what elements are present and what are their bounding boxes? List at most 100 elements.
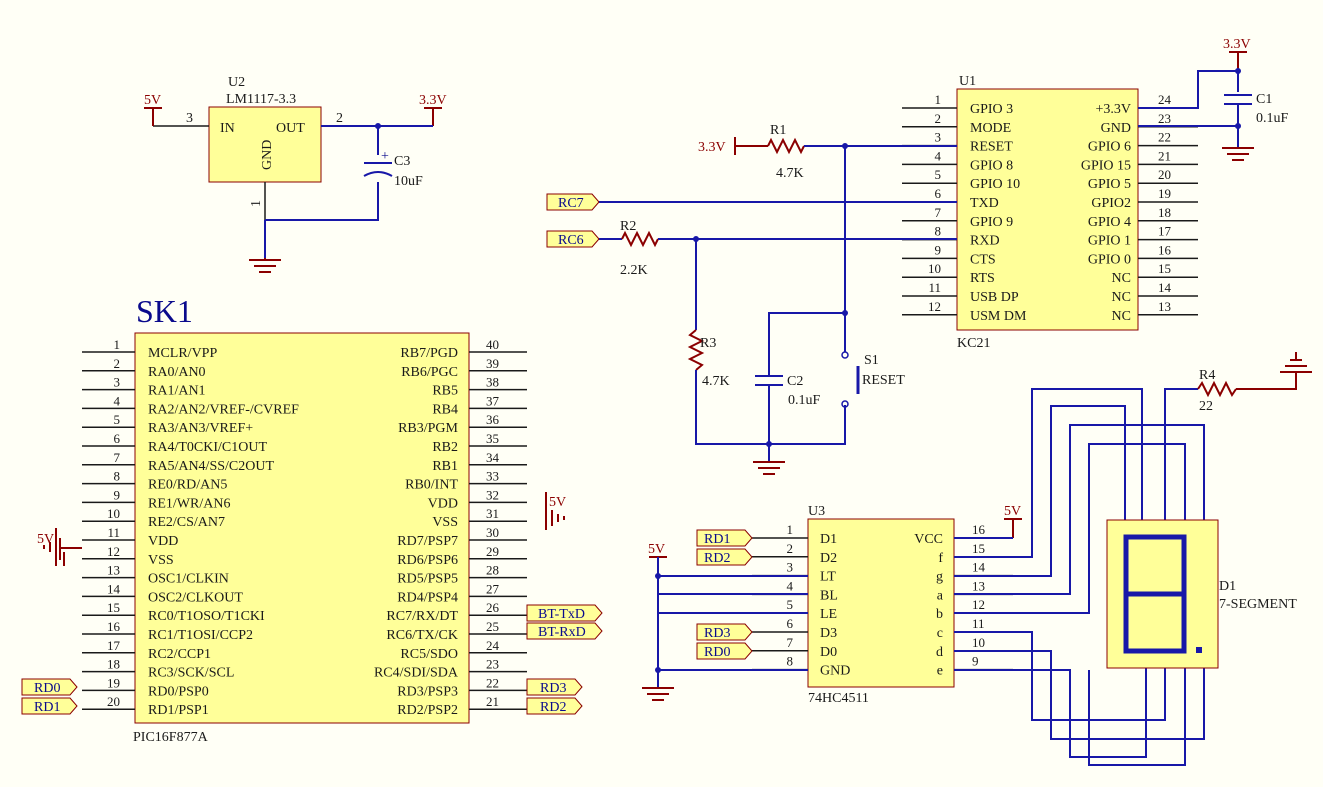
svg-text:BT-RxD: BT-RxD bbox=[538, 625, 586, 640]
sk1-pin-label: RD6/PSP6 bbox=[397, 553, 458, 568]
sk1-pin-label: RE0/RD/AN5 bbox=[148, 478, 227, 493]
u3-pin-label: d bbox=[936, 645, 943, 660]
r3-ref: R3 bbox=[700, 336, 716, 351]
sk1-pin-label: VDD bbox=[148, 534, 178, 549]
u1-pin-label: GPIO 6 bbox=[1088, 140, 1131, 155]
sk1-pin-label: RA0/AN0 bbox=[148, 365, 206, 380]
net-rd2-u3[interactable]: RD2 bbox=[696, 548, 753, 566]
u2-pin3: 3 bbox=[186, 111, 193, 126]
u1-pin-number: 8 bbox=[935, 224, 942, 239]
u1-pin-number: 5 bbox=[935, 167, 942, 182]
net-rd0-u3[interactable]: RD0 bbox=[696, 642, 753, 660]
r3-resistor[interactable]: R3 4.7K bbox=[687, 329, 730, 389]
u1-pin-number: 23 bbox=[1158, 111, 1171, 126]
sk1-pin-label: RA5/AN4/SS/C2OUT bbox=[148, 459, 274, 474]
svg-text:RD0: RD0 bbox=[34, 681, 60, 696]
u1-pin-number: 1 bbox=[935, 92, 942, 107]
sk1-pin-label: RC3/SCK/SCL bbox=[148, 666, 234, 681]
sk1-pin-number: 32 bbox=[486, 487, 499, 502]
u1-pin-number: 2 bbox=[935, 111, 942, 126]
sk1-pin-number: 29 bbox=[486, 544, 499, 559]
u1-pin-label: GPIO2 bbox=[1091, 196, 1131, 211]
u1-pin-number: 7 bbox=[935, 205, 942, 220]
s1-ref: S1 bbox=[864, 353, 879, 368]
u3-pin-label: D0 bbox=[820, 645, 837, 660]
u3-pin-label: D1 bbox=[820, 532, 837, 547]
sk1-pin-label: RC2/CCP1 bbox=[148, 647, 211, 662]
u1-pin-number: 24 bbox=[1158, 92, 1172, 107]
c3-capacitor[interactable]: + C3 10uF bbox=[363, 149, 423, 189]
u1-pin-label: TXD bbox=[970, 196, 999, 211]
u1-pin-label: GPIO 5 bbox=[1088, 177, 1131, 192]
net-rd3-sk1[interactable]: RD3 bbox=[526, 678, 583, 696]
net-rc7[interactable]: RC7 bbox=[546, 193, 600, 211]
sk1-pin-label: RC0/T1OSO/T1CKI bbox=[148, 609, 265, 624]
net-rd1-u3[interactable]: RD1 bbox=[696, 529, 753, 547]
u1-pin-number: 12 bbox=[928, 299, 941, 314]
net-rd2-sk1[interactable]: RD2 bbox=[526, 697, 583, 715]
u1-pin-number: 3 bbox=[935, 130, 942, 145]
u3-pin-label: D2 bbox=[820, 551, 837, 566]
sk1-pic16f877a[interactable]: PIC16F877A 1MCLR/VPP2RA0/AN03RA1/AN14RA2… bbox=[82, 332, 527, 745]
u1-pin-number: 11 bbox=[928, 280, 941, 295]
net-rd0-sk1[interactable]: RD0 bbox=[21, 678, 78, 696]
u1-pin-label: GPIO 10 bbox=[970, 177, 1020, 192]
u1-pin-number: 15 bbox=[1158, 261, 1171, 276]
u3-pin-label: LT bbox=[820, 570, 836, 585]
u1-pin-label: GPIO 1 bbox=[1088, 234, 1131, 249]
r1-resistor[interactable]: R1 4.7K bbox=[767, 123, 805, 181]
u3-pin-number: 4 bbox=[787, 578, 794, 593]
ground-icon bbox=[753, 461, 785, 475]
sk1-pin-number: 9 bbox=[114, 487, 121, 502]
u3-74hc4511[interactable]: U3 74HC4511 1D12D23LT4BL5LE6D37D08GND16V… bbox=[752, 504, 1013, 706]
sk1-pin-label: RA2/AN2/VREF-/CVREF bbox=[148, 402, 299, 417]
sk1-pin-number: 31 bbox=[486, 506, 499, 521]
u3-pin-number: 10 bbox=[972, 635, 985, 650]
net-rc6[interactable]: RC6 bbox=[546, 230, 600, 248]
sk1-pin-number: 22 bbox=[486, 675, 499, 690]
u2-regulator[interactable]: U2 LM1117-3.3 IN OUT GND 3 2 1 bbox=[186, 75, 343, 207]
u3-pin-label: BL bbox=[820, 588, 838, 603]
u3-pin-label: f bbox=[938, 551, 943, 566]
sk1-pin-number: 27 bbox=[486, 581, 500, 596]
ground-icon bbox=[43, 528, 65, 566]
sk1-pin-label: MCLR/VPP bbox=[148, 346, 217, 361]
c3-value: 10uF bbox=[394, 174, 423, 189]
sk1-pin-label: RC4/SDI/SDA bbox=[374, 666, 459, 681]
u1-pin-label: GPIO 15 bbox=[1081, 158, 1131, 173]
u2-in-label: IN bbox=[220, 121, 235, 136]
u3-pin-label: e bbox=[937, 664, 943, 679]
s1-reset-switch[interactable]: S1 RESET bbox=[841, 351, 905, 408]
sk1-pin-label: RD4/PSP4 bbox=[397, 590, 458, 605]
power-3v3-r1: 3.3V bbox=[698, 137, 768, 155]
net-rd3-u3[interactable]: RD3 bbox=[696, 623, 753, 641]
net-rd1-sk1[interactable]: RD1 bbox=[21, 697, 78, 715]
sk1-pin-number: 30 bbox=[486, 525, 499, 540]
sk1-pin-number: 13 bbox=[107, 563, 120, 578]
u1-pin-label: +3.3V bbox=[1095, 102, 1131, 117]
r2-resistor[interactable]: R2 2.2K bbox=[620, 219, 659, 278]
sk1-part: PIC16F877A bbox=[133, 730, 209, 745]
net-bt-txd[interactable]: BT-TxD bbox=[526, 604, 603, 622]
ground-icon bbox=[551, 510, 565, 526]
r4-resistor[interactable]: R4 22 bbox=[1197, 368, 1237, 414]
svg-text:RD0: RD0 bbox=[704, 645, 730, 660]
sk1-pin-number: 3 bbox=[114, 375, 121, 390]
u3-pin-number: 2 bbox=[787, 541, 794, 556]
c2-capacitor[interactable]: C2 0.1uF bbox=[755, 374, 821, 408]
u3-pin-number: 8 bbox=[787, 654, 794, 669]
u1-ref: U1 bbox=[959, 74, 976, 89]
c1-capacitor[interactable]: C1 0.1uF bbox=[1224, 92, 1289, 126]
ground-icon bbox=[1222, 147, 1254, 161]
d1-7segment[interactable]: D1 7-SEGMENT bbox=[1106, 519, 1297, 669]
svg-text:5V: 5V bbox=[37, 532, 54, 547]
svg-text:5V: 5V bbox=[648, 542, 665, 557]
sk1-pin-number: 4 bbox=[114, 393, 121, 408]
sk1-pin-number: 2 bbox=[114, 356, 121, 371]
sk1-pin-label: RB7/PGD bbox=[400, 346, 458, 361]
sk1-pin-number: 25 bbox=[486, 619, 499, 634]
sk1-pin-number: 15 bbox=[107, 600, 120, 615]
net-bt-rxd[interactable]: BT-RxD bbox=[526, 622, 603, 640]
